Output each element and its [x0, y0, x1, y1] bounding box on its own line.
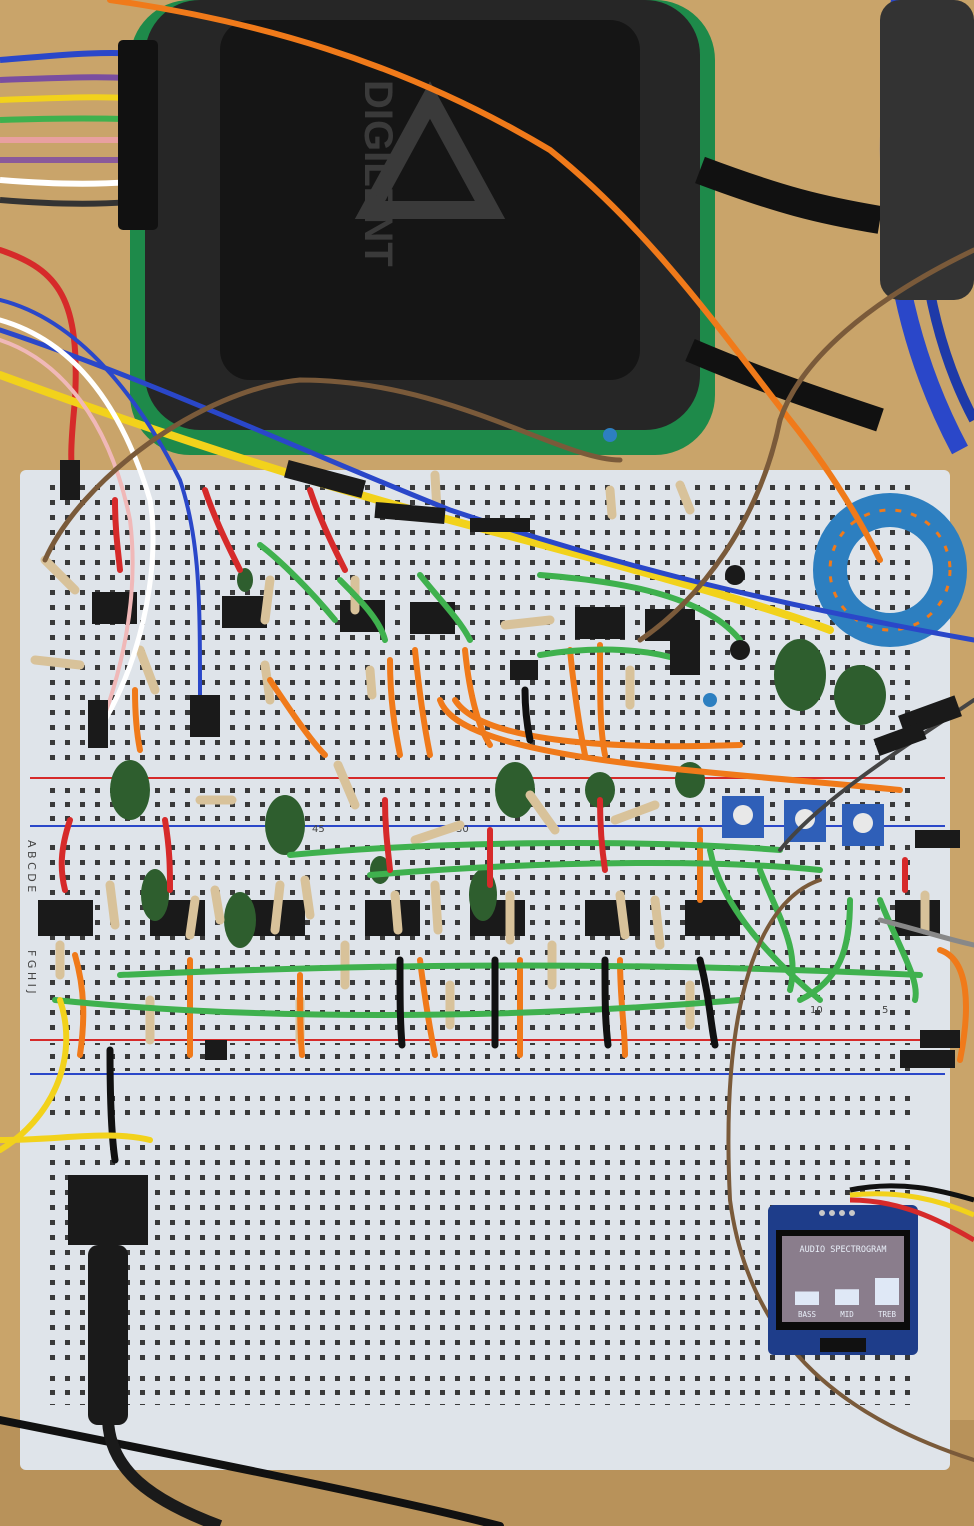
flying-wires: [0, 247, 974, 1526]
transistors: [725, 565, 750, 660]
row-letters-top: A B C D E: [25, 840, 38, 892]
dupont-connectors: [60, 459, 962, 1068]
oled-band-bar: [875, 1278, 899, 1305]
oled-band-bar: [835, 1289, 859, 1305]
col-label: 45: [312, 824, 325, 835]
device-connector: [118, 40, 158, 230]
row-letters-bottom: F G H I J: [25, 950, 38, 994]
audio-jack: [68, 1175, 223, 1526]
black-jumper-wires: [106, 686, 719, 1164]
lower-rail-a: [40, 1090, 920, 1120]
breadboard: A B C D E F G H I J 45 30 10 5: [20, 470, 950, 1470]
op-amp-chip: [575, 607, 625, 639]
col-label: 30: [456, 824, 469, 835]
col-label: 10: [810, 1005, 823, 1016]
oled-title: AUDIO SPECTROGRAM: [800, 1245, 887, 1255]
device-brand: DIGILENT: [356, 80, 400, 267]
op-amp-chip: [222, 596, 267, 628]
oled-display-module: AUDIO SPECTROGRAM BASS MID TREB: [768, 1183, 974, 1355]
toroid-inductor: [813, 493, 967, 647]
ceramic-capacitors: [603, 428, 717, 707]
oled-band-label: BASS: [798, 1310, 817, 1319]
digilent-logo-icon: [354, 81, 506, 219]
oled-band-bar: [795, 1291, 819, 1305]
oled-band-label: TREB: [878, 1310, 897, 1319]
col-label: 5: [882, 1005, 888, 1016]
power-rail-bottom: [40, 1043, 920, 1071]
red-jumper-wires: [0, 247, 908, 893]
lower-rail-b: [40, 1375, 920, 1405]
op-amp-chip: [38, 900, 93, 936]
op-amp-chip: [585, 900, 640, 936]
oled-bar-group: BASS MID TREB: [795, 1278, 899, 1319]
power-rail-top: [40, 782, 920, 822]
green-jumper-wires: [52, 542, 923, 1018]
power-adapter: [880, 0, 974, 300]
oled-band-label: MID: [840, 1310, 854, 1319]
digilent-device: DIGILENT: [118, 0, 715, 455]
